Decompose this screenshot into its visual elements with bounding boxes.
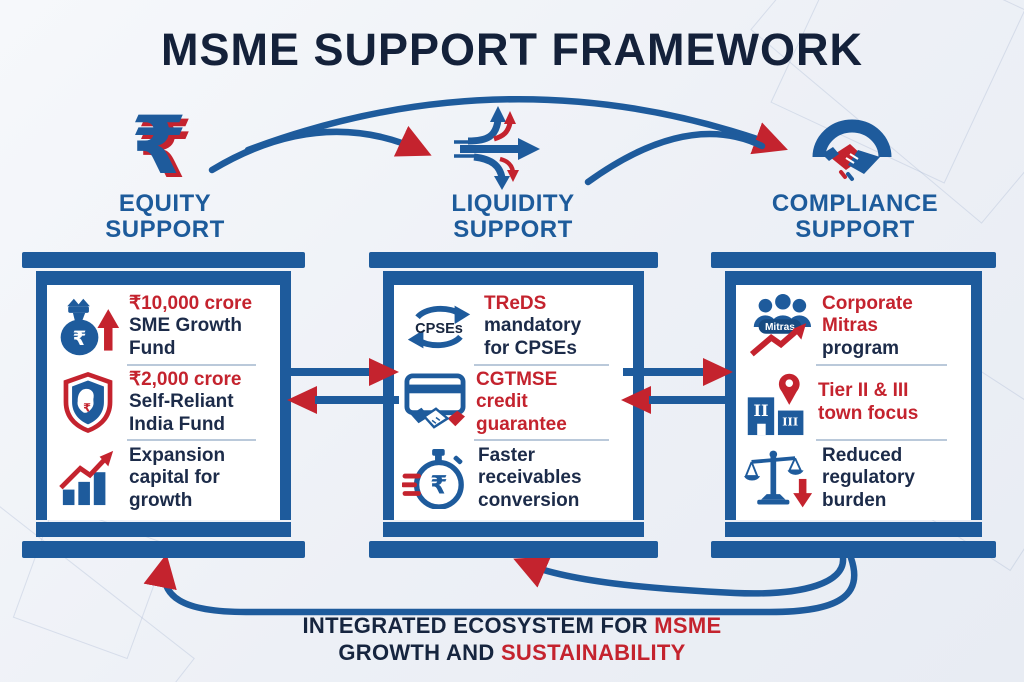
list-item: Mitras Corporate Mitras program: [744, 293, 963, 360]
item-highlight: Corporate Mitras: [822, 293, 913, 337]
list-item: ₹ ₹2,000 crore Self-Reliant India Fund: [55, 369, 272, 436]
item-text: mandatory for CPSEs: [484, 315, 582, 359]
list-item: CPSEs TReDS mandatory for CPSEs: [402, 293, 625, 360]
list-item: Reduced regulatory burden: [744, 445, 963, 512]
scales-icon: [744, 450, 813, 508]
pillar-capital: [725, 522, 982, 537]
handshake-icon: [812, 119, 892, 181]
item-highlight: TReDS: [484, 293, 547, 314]
growth-chart-icon: [59, 451, 114, 506]
item-highlight: Tier II & III town focus: [818, 380, 919, 424]
svg-text:₹: ₹: [83, 402, 91, 415]
divider: [127, 439, 256, 442]
arc-equity-to-liquidity: [208, 125, 432, 174]
pillar-lintel: [369, 252, 658, 268]
item-highlight: CGTMSE credit guarantee: [476, 368, 567, 435]
footer-caption: INTEGRATED ECOSYSTEM FOR MSME GROWTH AND…: [0, 612, 1024, 666]
item-text: Self-Reliant India Fund: [129, 391, 234, 435]
pillar-capital: [383, 522, 644, 537]
equity-pillar: ₹ ₹10,000 crore SME Growth Fund: [22, 252, 305, 558]
arc-liquidity-to-compliance: [584, 130, 766, 186]
svg-text:III: III: [782, 414, 798, 428]
liquidity-pillar: CPSEs TReDS mandatory for CPSEs: [369, 252, 658, 558]
svg-text:₹: ₹: [430, 471, 448, 500]
footer-line-2: GROWTH AND SUSTAINABILITY: [338, 640, 686, 665]
item-highlight: ₹2,000 crore: [129, 368, 242, 390]
pillar-base: [711, 541, 996, 558]
divider: [474, 439, 609, 442]
list-item: CGTMSE credit guarantee: [402, 369, 625, 436]
pillar-lintel: [22, 252, 305, 268]
equity-pillar-body: ₹ ₹10,000 crore SME Growth Fund: [36, 285, 291, 520]
compliance-pillar: Mitras Corporate Mitras program: [711, 252, 996, 558]
flow-arrows-icon: [454, 106, 540, 190]
pillar-capital: [36, 522, 291, 537]
item-text: Expansion capital for growth: [129, 444, 226, 511]
equity-liquidity-exchange-arrows: [287, 358, 399, 414]
svg-text:Mitras: Mitras: [765, 322, 795, 333]
item-text: program: [822, 337, 900, 359]
svg-text:CPSEs: CPSEs: [415, 320, 463, 336]
stopwatch-rupee-icon: ₹: [402, 449, 464, 510]
list-item: ₹ ₹10,000 crore SME Growth Fund: [55, 293, 272, 360]
pillar-capital: [383, 271, 644, 285]
town-buildings-icon: II III: [747, 373, 804, 435]
page-title: MSME SUPPORT FRAMEWORK: [161, 24, 863, 75]
pillar-base: [22, 541, 305, 558]
divider: [816, 439, 947, 442]
equity-heading: EQUITY SUPPORT: [105, 190, 225, 243]
shield-india-icon: ₹: [63, 372, 113, 434]
arc-compliance-to-liquidity-return: [513, 554, 847, 597]
list-item: Expansion capital for growth: [55, 445, 272, 512]
arc-compliance-to-equity-return: [143, 553, 858, 616]
liquidity-pillar-body: CPSEs TReDS mandatory for CPSEs: [383, 285, 644, 520]
divider: [816, 363, 947, 366]
pillar-capital: [725, 271, 982, 285]
mitras-team-icon: Mitras: [749, 293, 812, 357]
rupee-icon: ₹ ₹: [131, 99, 193, 196]
pillar-base: [369, 541, 658, 558]
compliance-pillar-body: Mitras Corporate Mitras program: [725, 285, 982, 520]
liquidity-heading: LIQUIDITY SUPPORT: [451, 190, 575, 243]
card-handshake-icon: [404, 373, 466, 430]
item-highlight: ₹10,000 crore: [129, 293, 253, 314]
list-item: ₹ Faster receivables conversion: [402, 445, 625, 512]
liquidity-compliance-exchange-arrows: [621, 358, 733, 414]
item-text: Reduced regulatory burden: [822, 444, 915, 511]
money-bag-icon: ₹: [60, 298, 120, 355]
item-text: Faster receivables conversion: [478, 444, 582, 511]
compliance-heading: COMPLIANCE SUPPORT: [771, 190, 939, 243]
divider: [474, 363, 609, 366]
divider: [127, 363, 256, 366]
list-item: II III Tier II & III town focus: [744, 370, 963, 436]
svg-text:II: II: [753, 401, 768, 420]
pillar-lintel: [711, 252, 996, 268]
pillar-capital: [36, 271, 291, 285]
footer-line-1: INTEGRATED ECOSYSTEM FOR MSME: [302, 613, 722, 638]
item-text: SME Growth Fund: [129, 315, 242, 359]
svg-text:₹: ₹: [73, 327, 87, 350]
cpses-cycle-icon: CPSEs: [407, 305, 471, 349]
